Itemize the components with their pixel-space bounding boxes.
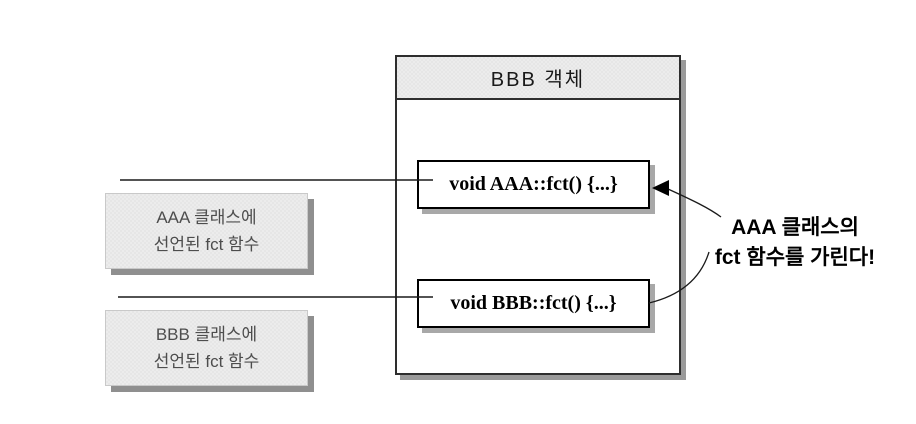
annotation-line1: AAA 클래스의 xyxy=(731,216,859,239)
label-bbb-line1: BBB 클래스에 xyxy=(155,325,258,344)
method-box-aaa-fct: void AAA::fct() {...} xyxy=(417,160,650,209)
method-box-bbb-fct: void BBB::fct() {...} xyxy=(417,279,650,328)
label-aaa-fct: AAA 클래스에 선언된 fct 함수 xyxy=(105,193,308,269)
annotation-text: AAA 클래스의 fct 함수를 가린다! xyxy=(686,213,904,273)
label-bbb-fct: BBB 클래스에 선언된 fct 함수 xyxy=(105,310,308,386)
annotation-line2: fct 함수를 가린다! xyxy=(714,246,876,269)
label-aaa-line1: AAA 클래스에 xyxy=(156,208,257,227)
label-bbb-line2: 선언된 fct 함수 xyxy=(153,352,260,371)
label-aaa-line2: 선언된 fct 함수 xyxy=(153,235,260,254)
object-box-title: BBB 객체 xyxy=(397,57,679,100)
